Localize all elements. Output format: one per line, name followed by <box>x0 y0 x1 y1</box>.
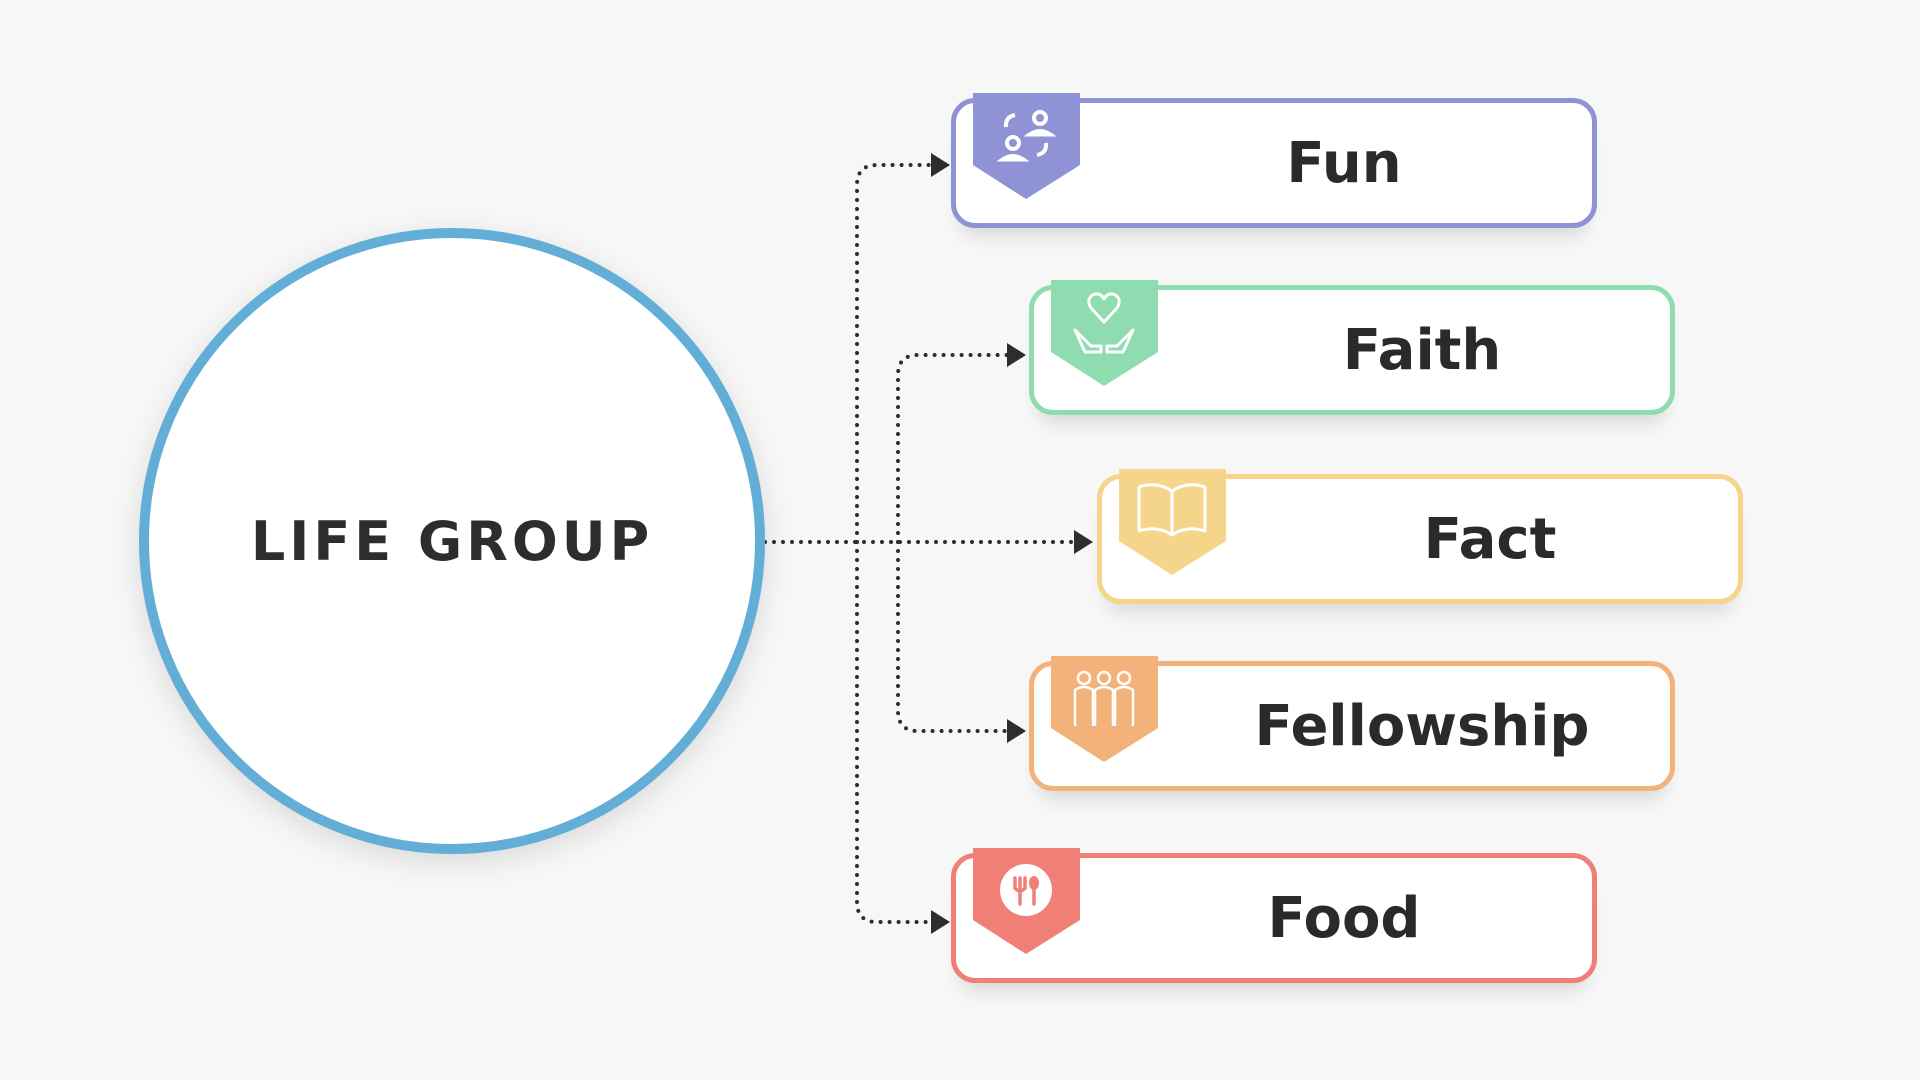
arrow-fun <box>931 153 950 177</box>
arrow-food <box>931 910 950 934</box>
card-fellowship: Fellowship <box>1029 656 1675 791</box>
card-food: Food <box>951 848 1597 983</box>
card-label: Fun <box>1286 130 1402 196</box>
open-book-icon <box>1119 469 1226 575</box>
arrow-fellowship <box>1007 719 1026 743</box>
connector-food <box>855 540 936 924</box>
people-exchange-icon <box>973 93 1080 199</box>
hub-label: LIFE GROUP <box>250 509 654 573</box>
card-label: Food <box>1267 885 1421 951</box>
group-people-icon <box>1051 656 1158 762</box>
fork-spoon-icon <box>973 848 1080 954</box>
connector-faith <box>896 353 1012 544</box>
card-fun: Fun <box>951 93 1597 228</box>
connector-fun <box>855 163 936 544</box>
card-faith: Faith <box>1029 280 1675 415</box>
card-label: Fellowship <box>1254 693 1590 759</box>
arrow-fact <box>1074 530 1093 554</box>
arrow-faith <box>1007 343 1026 367</box>
card-label: Fact <box>1423 506 1557 572</box>
card-label: Faith <box>1342 317 1502 383</box>
heart-hands-icon <box>1051 280 1158 386</box>
card-fact: Fact <box>1097 469 1743 604</box>
connector-fellowship <box>896 540 1012 733</box>
life-group-hub: LIFE GROUP <box>139 228 765 854</box>
